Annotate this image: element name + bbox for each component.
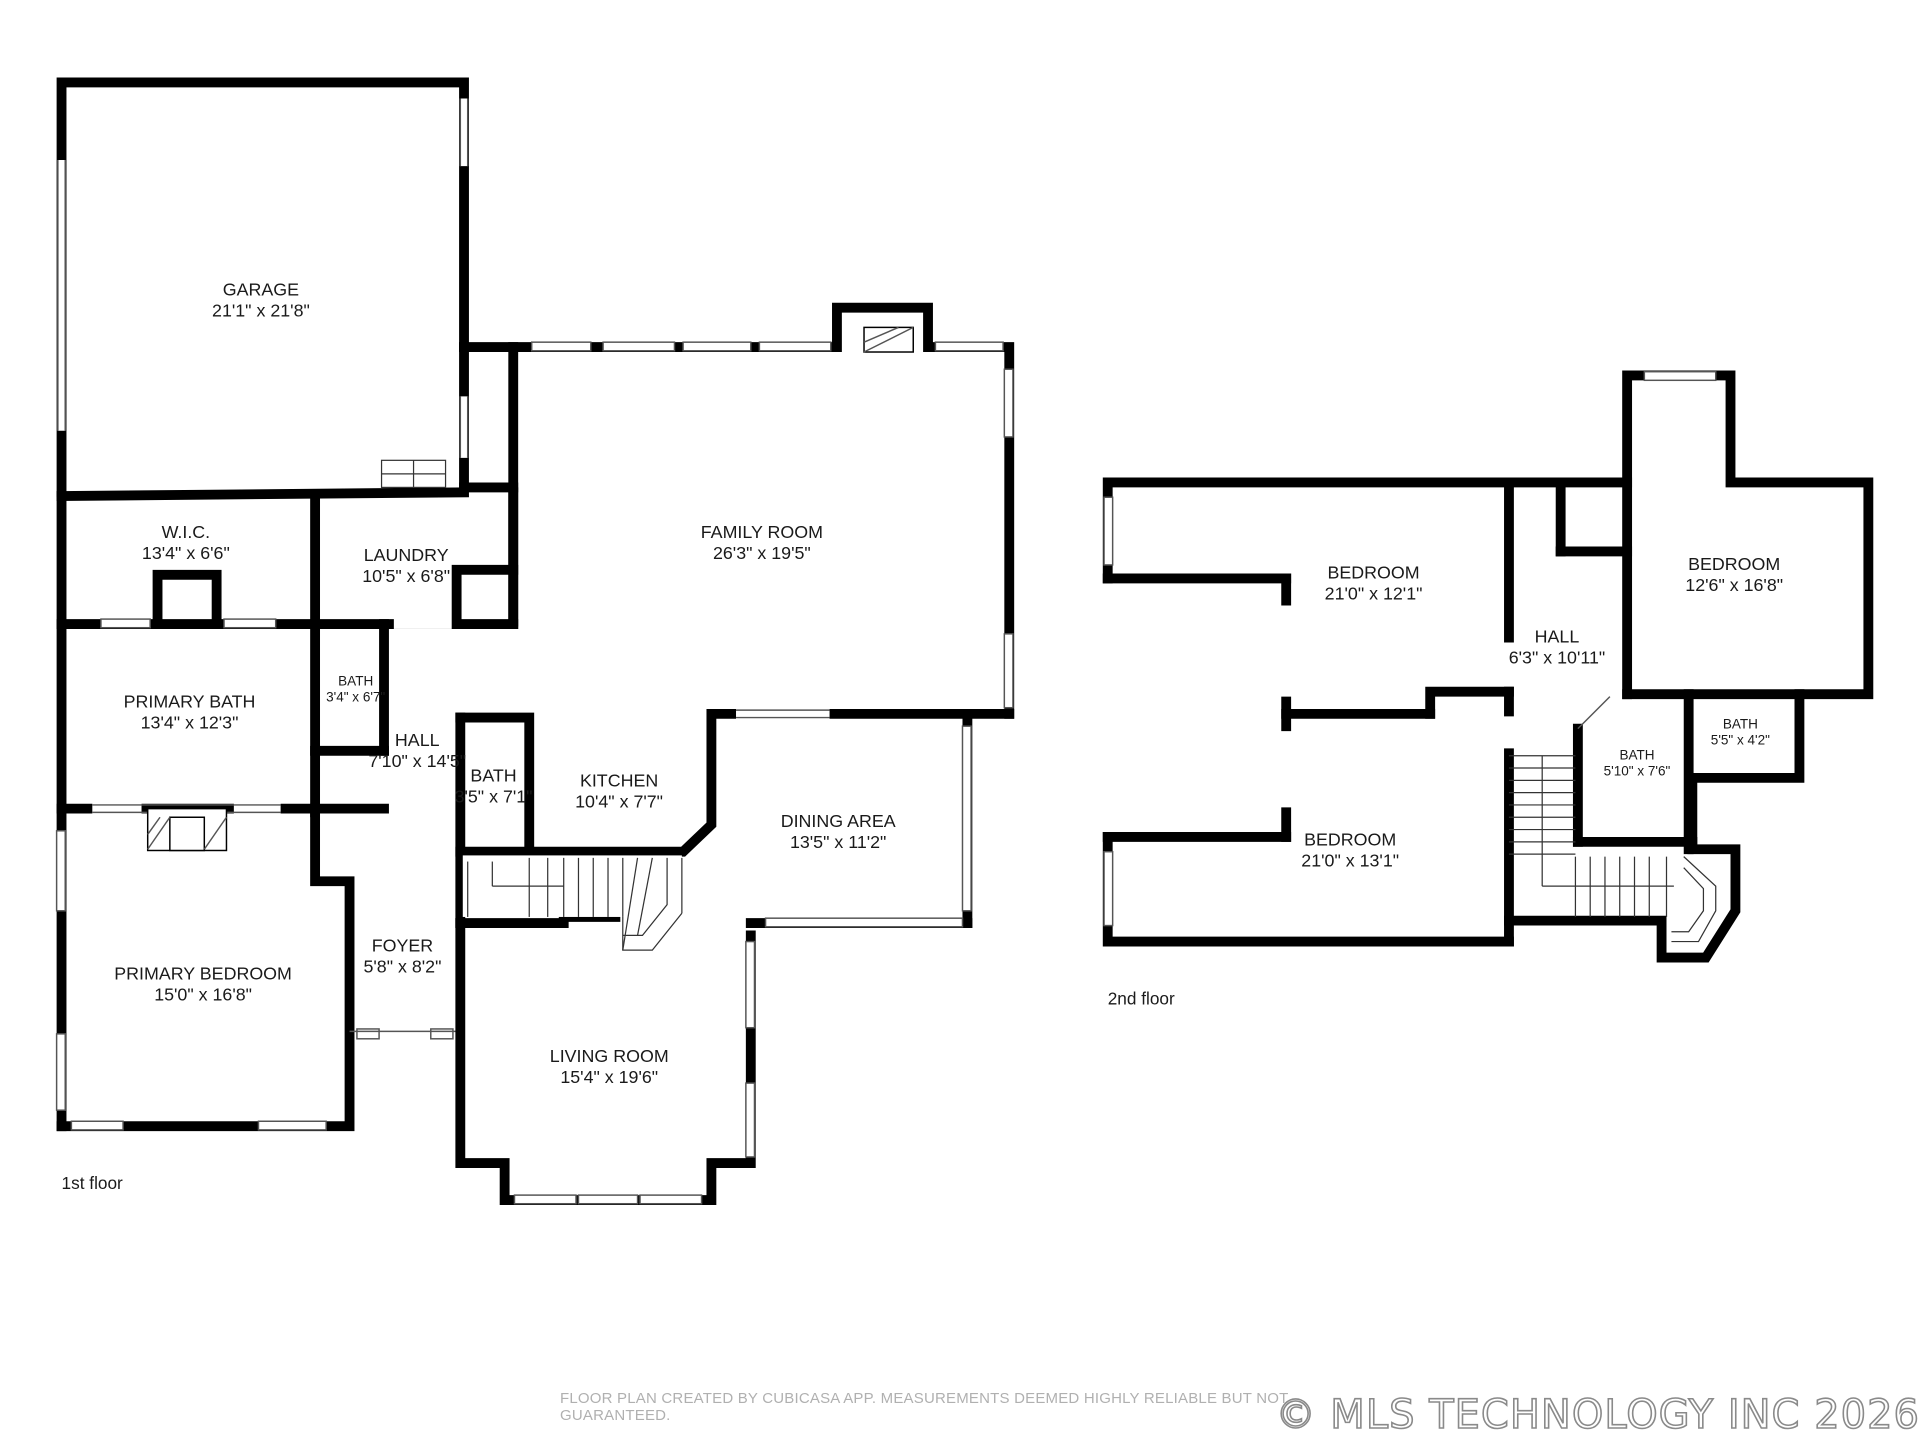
footer-disclaimer: FLOOR PLAN CREATED BY CUBICASA APP. MEAS… — [560, 1390, 1289, 1424]
first-floor-walls — [55, 77, 1015, 1205]
room-dims-dining-area: 13'5" x 11'2" — [790, 832, 886, 852]
room-dims-bedroom-3: 21'0" x 13'1" — [1301, 850, 1399, 870]
room-name-bath-4: BATH — [1723, 717, 1758, 732]
room-name-bath-1: BATH — [338, 674, 373, 689]
room-name-bath-2: BATH — [470, 766, 516, 786]
room-labels: GARAGE 21'1" x 21'8" W.I.C. 13'4" x 6'6"… — [62, 279, 1784, 1193]
floor-label-1st: 1st floor — [62, 1173, 124, 1193]
room-dims-laundry: 10'5" x 6'8" — [362, 566, 450, 586]
room-dims-bath-2: 3'5" x 7'1" — [455, 786, 533, 806]
room-dims-hall-1: 7'10" x 14'5" — [368, 751, 466, 771]
room-name-wic: W.I.C. — [162, 522, 211, 542]
room-name-garage: GARAGE — [223, 279, 299, 299]
room-dims-family-room: 26'3" x 19'5" — [713, 543, 811, 563]
room-name-laundry: LAUNDRY — [364, 545, 449, 565]
room-name-family-room: FAMILY ROOM — [701, 522, 823, 542]
room-dims-bath-1: 3'4" x 6'7" — [326, 690, 385, 705]
room-name-living-room: LIVING ROOM — [550, 1046, 669, 1066]
room-dims-bedroom-1: 21'0" x 12'1" — [1325, 583, 1423, 603]
room-dims-hall-2: 6'3" x 10'11" — [1509, 647, 1605, 667]
room-name-foyer: FOYER — [372, 935, 434, 955]
room-name-hall-2: HALL — [1535, 626, 1580, 646]
room-dims-bath-3: 5'10" x 7'6" — [1604, 763, 1671, 778]
room-dims-bedroom-2: 12'6" x 16'8" — [1685, 575, 1783, 595]
room-dims-garage: 21'1" x 21'8" — [212, 300, 310, 320]
room-name-primary-bedroom: PRIMARY BEDROOM — [114, 964, 292, 984]
room-name-bath-3: BATH — [1619, 747, 1654, 762]
room-name-kitchen: KITCHEN — [580, 770, 658, 790]
room-dims-wic: 13'4" x 6'6" — [142, 543, 230, 563]
room-dims-foyer: 5'8" x 8'2" — [363, 956, 441, 976]
room-name-bedroom-3: BEDROOM — [1304, 830, 1396, 850]
floor-label-2nd: 2nd floor — [1108, 988, 1175, 1008]
room-name-primary-bath: PRIMARY BATH — [124, 692, 256, 712]
room-dims-bath-4: 5'5" x 4'2" — [1711, 733, 1770, 748]
room-name-dining-area: DINING AREA — [781, 811, 896, 831]
copyright-watermark: © MLS TECHNOLOGY INC 2026 — [1275, 1391, 1920, 1439]
room-name-bedroom-2: BEDROOM — [1688, 554, 1780, 574]
room-dims-primary-bedroom: 15'0" x 16'8" — [154, 985, 252, 1005]
room-dims-living-room: 15'4" x 19'6" — [560, 1067, 658, 1087]
room-name-bedroom-1: BEDROOM — [1328, 562, 1420, 582]
room-dims-kitchen: 10'4" x 7'7" — [575, 791, 663, 811]
second-floor-walls — [1102, 370, 1874, 963]
room-name-hall-1: HALL — [395, 730, 440, 750]
room-dims-primary-bath: 13'4" x 12'3" — [141, 713, 239, 733]
